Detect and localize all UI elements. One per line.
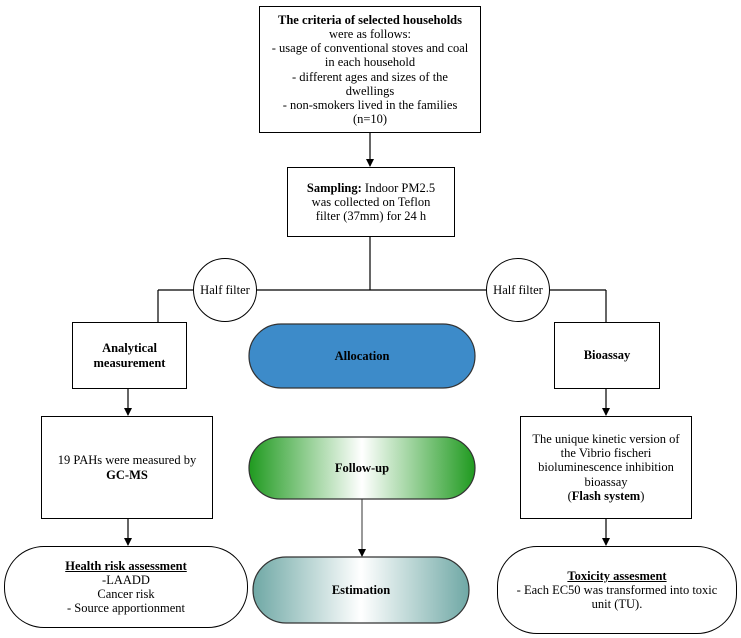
- allocation-pill-shape: [248, 323, 476, 389]
- health-title: Health risk assessment: [65, 558, 187, 573]
- half-filter-right-label: Half filter: [493, 282, 543, 297]
- kinetic-line-3: bioluminescence inhibition: [538, 460, 674, 475]
- criteria-line-6: - non-smokers lived in the families: [282, 97, 458, 112]
- toxicity-pill: Toxicity assesment - Each EC50 was trans…: [497, 546, 737, 634]
- health-line-1: -LAADD: [102, 572, 150, 587]
- followup-label: Follow-up: [334, 460, 390, 475]
- estimation-label: Estimation: [331, 582, 391, 597]
- sampling-label: Sampling:: [306, 180, 362, 195]
- bioassay-label: Bioassay: [583, 348, 631, 363]
- pahs-box: 19 PAHs were measured by GC-MS: [41, 416, 213, 519]
- analytical-line-1: Analytical: [102, 341, 157, 356]
- criteria-line-3: in each household: [324, 55, 416, 70]
- kinetic-paren-close: ): [640, 488, 645, 503]
- pahs-method: GC-MS: [106, 467, 148, 482]
- sampling-text-1: Indoor PM2.5: [361, 180, 436, 195]
- criteria-box: The criteria of selected households were…: [259, 6, 481, 133]
- estimation-label-wrap: Estimation: [253, 557, 469, 623]
- toxicity-line-1: - Each EC50 was transformed into toxic: [516, 582, 718, 597]
- sampling-line-1: Sampling: Indoor PM2.5: [307, 181, 435, 195]
- kinetic-line-2: the Vibrio fischeri: [560, 446, 652, 461]
- health-line-2: Cancer risk: [97, 587, 155, 601]
- followup-label-wrap: Follow-up: [249, 437, 475, 499]
- toxicity-line-2: unit (TU).: [591, 597, 643, 612]
- toxicity-title: Toxicity assesment: [567, 568, 667, 583]
- analytical-measurement-box: Analytical measurement: [72, 322, 187, 389]
- criteria-line-7: (n=10): [352, 112, 388, 127]
- health-risk-pill: Health risk assessment -LAADD Cancer ris…: [4, 546, 248, 628]
- kinetic-box: The unique kinetic version of the Vibrio…: [520, 416, 692, 519]
- allocation-label: Allocation: [334, 348, 390, 363]
- bioassay-box: Bioassay: [554, 322, 660, 389]
- sampling-box: Sampling: Indoor PM2.5 was collected on …: [287, 167, 455, 237]
- kinetic-line-5: (Flash system): [568, 489, 645, 503]
- followup-pill-shape: [248, 436, 476, 500]
- criteria-line-2: - usage of conventional stoves and coal: [271, 41, 469, 56]
- criteria-line-5: dwellings: [345, 83, 395, 98]
- kinetic-paren-open: (: [567, 488, 572, 503]
- half-filter-right-circle: Half filter: [486, 258, 550, 322]
- allocation-label-wrap: Allocation: [249, 324, 475, 388]
- analytical-line-2: measurement: [93, 355, 166, 370]
- estimation-pill-shape: [252, 556, 470, 624]
- criteria-line-4: - different ages and sizes of the: [292, 69, 448, 84]
- kinetic-line-4: bioassay: [584, 474, 628, 489]
- sampling-line-3: filter (37mm) for 24 h: [315, 209, 427, 224]
- criteria-title: The criteria of selected households: [277, 12, 462, 27]
- criteria-line-1: were as follows:: [329, 26, 411, 41]
- half-filter-left-label: Half filter: [200, 282, 250, 297]
- health-line-3: - Source apportionment: [66, 601, 186, 616]
- sampling-line-2: was collected on Teflon: [311, 194, 431, 209]
- kinetic-line-1: The unique kinetic version of: [532, 431, 680, 446]
- kinetic-flash: Flash system: [571, 488, 641, 503]
- pahs-text: 19 PAHs were measured by: [57, 453, 197, 468]
- half-filter-left-circle: Half filter: [193, 258, 257, 322]
